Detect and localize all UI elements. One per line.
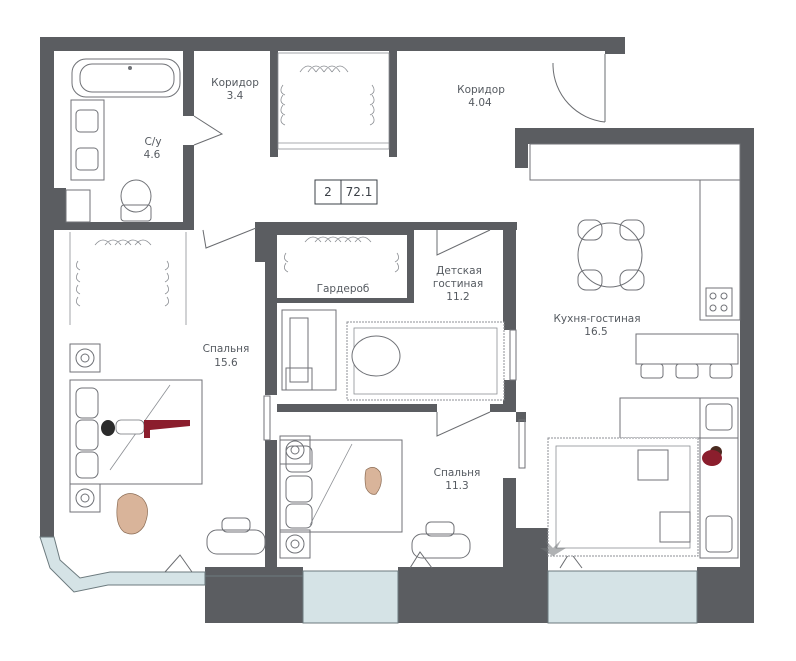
room-name-corridor-2: Коридор [457, 84, 505, 96]
room-area-bathroom: 4.6 [144, 149, 161, 161]
badge-rooms: 2 [324, 185, 332, 199]
room-name-kitchen-living: Кухня-гостиная [553, 313, 640, 325]
room-name-bathroom: С/у [144, 136, 161, 148]
room-labels: С/у 4.6 Коридор 3.4 Коридор 4.04 Спальня… [144, 77, 641, 492]
room-name2-kids-living: гостиная [433, 278, 483, 290]
room-name-wardrobe: Гардероб [317, 283, 370, 295]
room-area-kids-living: 11.2 [446, 291, 469, 303]
room-name-bedroom-1: Спальня [203, 343, 250, 355]
room-area-bedroom-1: 15.6 [214, 357, 238, 369]
room-area-corridor-2: 4.04 [468, 97, 492, 109]
room-area-corridor-1: 3.4 [227, 90, 244, 102]
doors [164, 54, 606, 573]
room-area-bedroom-2: 11.3 [445, 480, 468, 492]
badge-area: 72.1 [346, 185, 373, 199]
furniture [65, 52, 741, 559]
room-name-kids-living: Детская [436, 265, 482, 277]
room-area-kitchen-living: 16.5 [584, 326, 607, 338]
room-name-bedroom-2: Спальня [434, 467, 481, 479]
apartment-badge: 2 72.1 [314, 179, 378, 205]
room-name-corridor-1: Коридор [211, 77, 259, 89]
windows [39, 536, 698, 624]
